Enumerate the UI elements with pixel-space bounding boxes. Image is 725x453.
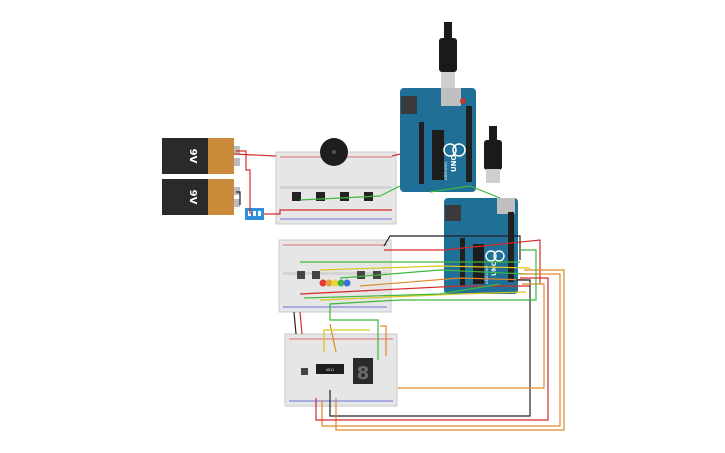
- chip-label: 4511: [326, 367, 335, 372]
- dip-switch[interactable]: [245, 208, 264, 220]
- battery-9v-2[interactable]: 9V: [162, 179, 240, 215]
- arduino-1-brand: ARDUINO: [443, 162, 448, 180]
- arduino-2-logo: UNO: [491, 261, 498, 276]
- usb-cable-1: [439, 22, 457, 88]
- wires: [233, 150, 565, 431]
- usb-cable-2: [484, 126, 502, 183]
- arduino-2-brand: ARDUINO: [484, 266, 489, 284]
- battery-9v-1[interactable]: 9V: [162, 138, 240, 174]
- leds: [319, 279, 351, 287]
- battery-2-label: 9V: [187, 190, 198, 205]
- breadboard-top[interactable]: [275, 151, 397, 225]
- arduino-uno-top[interactable]: UNO ARDUINO: [400, 88, 476, 192]
- buzzer[interactable]: [320, 138, 348, 166]
- pushbutton-bottom[interactable]: [301, 368, 308, 375]
- seven-segment-display: 8: [353, 358, 373, 384]
- battery-1-label: 9V: [187, 149, 198, 164]
- arduino-1-logo: UNO: [450, 154, 458, 172]
- decoder-chip: 4511: [316, 364, 344, 374]
- seven-segment-digit: 8: [357, 363, 370, 384]
